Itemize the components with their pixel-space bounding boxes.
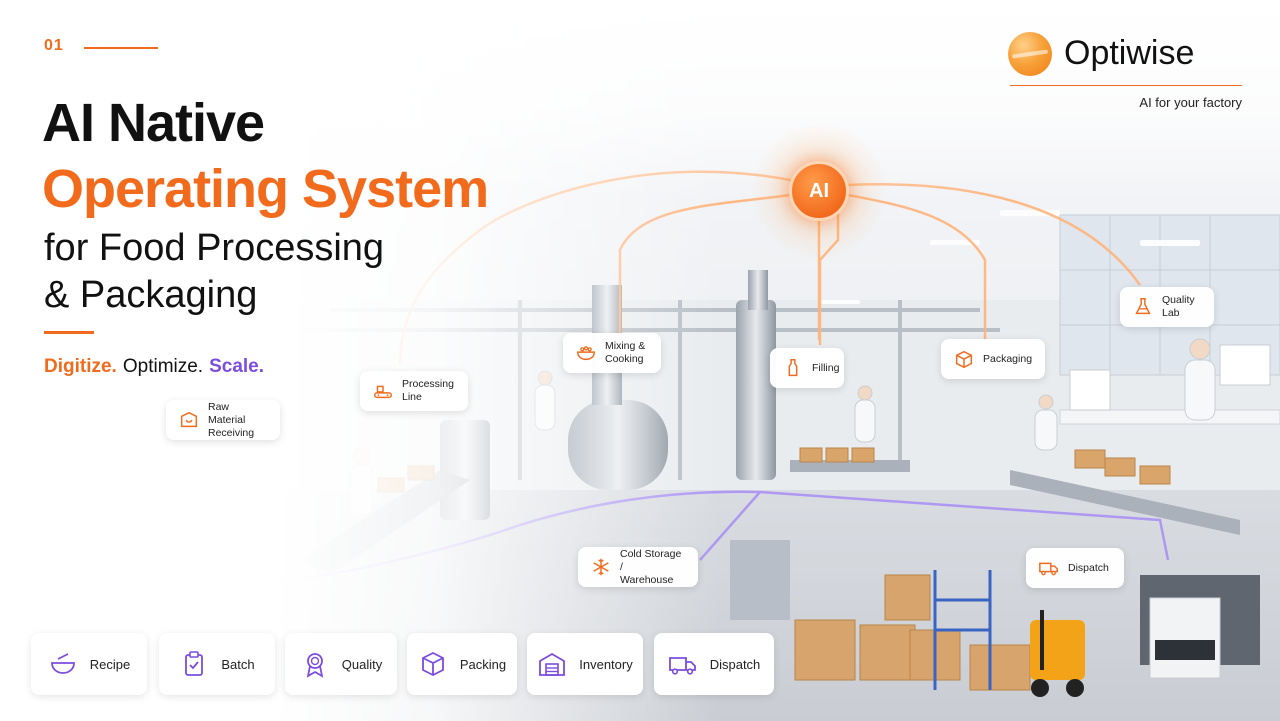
module-label: Quality [341, 656, 383, 672]
stage-label: Processing Line [402, 378, 454, 403]
top-fade-overlay [0, 0, 1280, 200]
mixing-bowl-icon [577, 346, 595, 361]
bowl-icon [50, 653, 75, 674]
stage-label: Cold Storage / Warehouse [620, 547, 682, 586]
truck-icon [668, 657, 696, 675]
headline-line-2: Operating System [42, 159, 489, 219]
truck-icon [1039, 562, 1058, 576]
brand-rule [1010, 85, 1242, 86]
stage-quality-lab: Quality Lab [1120, 287, 1214, 327]
module-recipe[interactable]: Recipe [31, 633, 147, 695]
package-icon [955, 350, 973, 369]
box-icon [421, 651, 444, 677]
bottle-icon [788, 359, 798, 377]
stage-raw-material-receiving: Raw Material Receiving [166, 400, 280, 440]
award-icon [306, 653, 324, 678]
headline-rule [44, 331, 94, 334]
ai-node-label: AI [809, 179, 829, 202]
tagline-digitize: Digitize. [44, 356, 117, 377]
module-quality[interactable]: Quality [285, 633, 397, 695]
ai-node: AI [789, 161, 849, 221]
warehouse-icon [539, 652, 566, 676]
headline-line-4: & Packaging [44, 274, 258, 316]
stage-dispatch: Dispatch [1026, 548, 1124, 588]
module-dispatch[interactable]: Dispatch [654, 633, 774, 695]
module-label: Packing [459, 656, 507, 672]
brand-name: Optiwise [1064, 34, 1195, 72]
tagline-optimize: Optimize. [122, 356, 204, 377]
stage-label: Mixing & Cooking [605, 340, 646, 365]
tagline-scale: Scale. [209, 356, 265, 377]
stage-label: Dispatch [1068, 561, 1109, 574]
brand-logo-icon [1008, 32, 1052, 76]
module-inventory[interactable]: Inventory [527, 633, 643, 695]
headline-line-1: AI Native [42, 93, 265, 153]
clipboard-check-icon [185, 651, 204, 676]
brand-subtitle: AI for your factory [1139, 95, 1242, 110]
snowflake-icon [593, 558, 609, 576]
headline-line-3: for Food Processing [44, 227, 385, 269]
module-batch[interactable]: Batch [159, 633, 275, 695]
stage-label: Raw Material Receiving [208, 400, 255, 439]
stage-packaging: Packaging [941, 339, 1045, 379]
conveyor-icon [374, 385, 392, 399]
stage-filling: Filling [770, 348, 844, 388]
slide-number: 01 [44, 37, 64, 54]
module-label: Batch [221, 656, 255, 672]
module-label: Dispatch [709, 656, 761, 672]
flask-icon [1135, 298, 1151, 315]
module-label: Recipe [89, 656, 131, 672]
stage-mixing-cooking: Mixing & Cooking [563, 333, 661, 373]
stage-label: Quality Lab [1162, 294, 1195, 319]
stage-label: Packaging [983, 352, 1033, 365]
tagline: Digitize.Optimize.Scale. [44, 356, 264, 378]
stage-cold-storage-warehouse: Cold Storage / Warehouse [578, 547, 698, 587]
slide-number-rule [84, 47, 158, 49]
box-receive-icon [180, 411, 198, 428]
stage-label: Filling [812, 361, 840, 374]
module-label: Inventory [579, 656, 633, 672]
module-packing[interactable]: Packing [407, 633, 517, 695]
stage-processing-line: Processing Line [360, 371, 468, 411]
